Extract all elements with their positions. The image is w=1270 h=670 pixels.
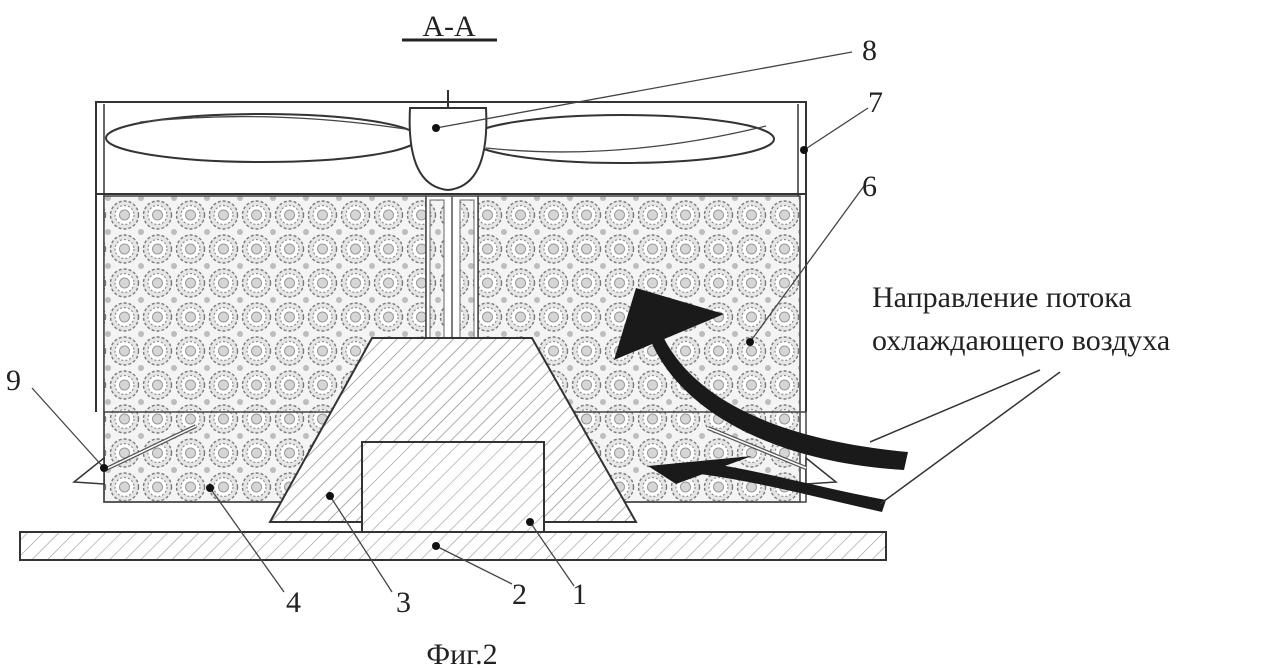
note-leader-lower: [880, 372, 1060, 504]
fan-blade-right: [470, 115, 774, 163]
dot-3: [326, 492, 334, 500]
central-channel-fins-right: [460, 200, 474, 346]
leader-7: [804, 108, 868, 150]
dot-6: [746, 338, 754, 346]
central-channel-fins-left: [430, 200, 444, 346]
bracket-right: [806, 458, 836, 484]
chip: [362, 442, 544, 536]
dot-2: [432, 542, 440, 550]
dot-8: [432, 124, 440, 132]
callout-7: 7: [868, 86, 883, 119]
dot-4: [206, 484, 214, 492]
section-label: A-A: [422, 10, 476, 43]
callout-3: 3: [396, 586, 411, 619]
callout-9: 9: [6, 364, 21, 397]
callout-2: 2: [512, 578, 527, 611]
dot-1: [526, 518, 534, 526]
callout-1: 1: [572, 578, 587, 611]
figure-caption: Фиг.2: [426, 638, 497, 670]
callout-6: 6: [862, 170, 877, 203]
flow-note-line2: охлаждающего воздуха: [872, 324, 1170, 357]
callout-8: 8: [862, 34, 877, 67]
flow-note-line1: Направление потока: [872, 281, 1132, 314]
dot-7: [800, 146, 808, 154]
callout-4: 4: [286, 586, 301, 619]
dot-9: [100, 464, 108, 472]
leader-9: [32, 388, 104, 468]
bracket-left: [74, 458, 104, 484]
circuit-board: [20, 532, 886, 560]
